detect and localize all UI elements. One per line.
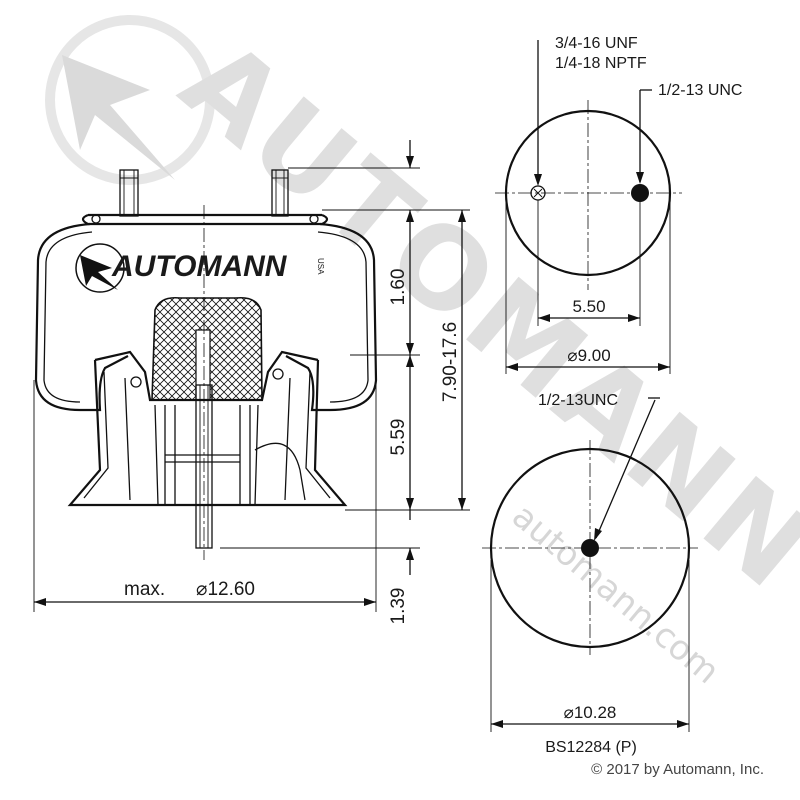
logo-suffix: USA	[316, 258, 325, 275]
copyright: © 2017 by Automann, Inc.	[591, 761, 764, 778]
top-view: 3/4-16 UNF 1/4-18 NPTF 1/2-13 UNC 5.50 ⌀…	[495, 35, 742, 374]
automann-logo: AUTOMANN USA	[75, 243, 325, 293]
stud-spacing-label: 5.50	[572, 297, 605, 316]
piston-diameter-label: ⌀10.28	[564, 703, 617, 722]
max-diameter-prefix: max.	[124, 579, 165, 600]
piston-outline	[67, 350, 348, 507]
dim-top-label: 1.60	[388, 269, 409, 306]
part-number: BS12284 (P)	[545, 739, 637, 756]
bellows-outline	[34, 222, 378, 412]
logo-arrow-icon	[80, 255, 118, 290]
top-stud-label: 1/2-13 UNC	[658, 82, 742, 99]
dim-height-range-label: 7.90-17.6	[440, 322, 461, 402]
port-label-line1: 3/4-16 UNF	[555, 35, 638, 52]
logo-circle-icon	[75, 243, 125, 293]
bottom-stud-label: 1/2-13UNC	[538, 392, 618, 409]
dim-piston-label: 5.59	[388, 419, 409, 456]
watermark-arrow-icon	[62, 55, 175, 180]
bottom-stud-hole	[581, 539, 599, 557]
watermark-circle-icon	[45, 15, 215, 185]
bottom-view: 1/2-13UNC ⌀10.28	[482, 392, 698, 732]
top-stud-hole	[631, 184, 649, 202]
side-view: AUTOMANN USA 1.60	[33, 140, 470, 625]
max-diameter-label: ⌀12.60	[196, 579, 255, 600]
port-label-line2: 1/4-18 NPTF	[555, 55, 647, 72]
bead-plate	[81, 213, 329, 226]
dim-bottom-label: 1.39	[388, 588, 409, 625]
logo-text: AUTOMANN	[111, 250, 288, 283]
plate-diameter-label: ⌀9.00	[567, 346, 610, 365]
